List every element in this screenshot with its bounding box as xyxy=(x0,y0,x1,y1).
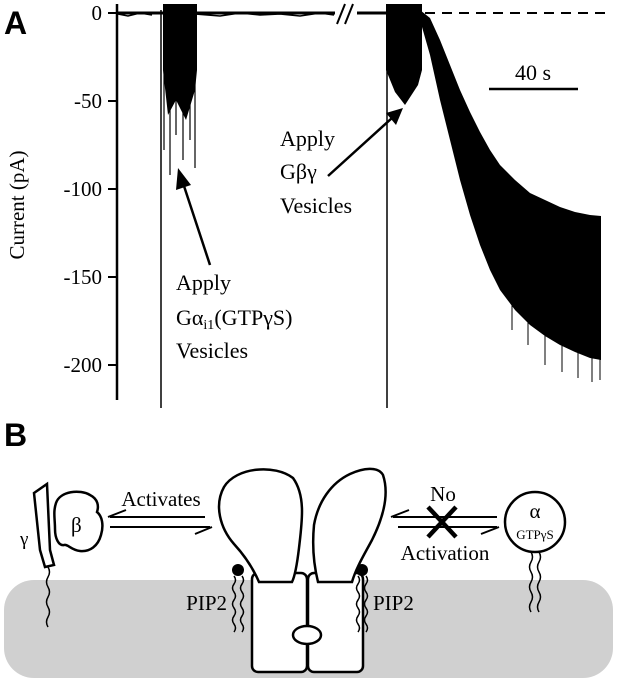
gamma-label: γ xyxy=(19,529,28,550)
current-decay-envelope xyxy=(420,10,601,360)
y-tick-label: 0 xyxy=(92,1,103,25)
y-tick-labels: 0 -50 -100 -150 -200 xyxy=(64,1,103,377)
gbg-annotation-line-2: Gβγ xyxy=(280,159,317,184)
pip2-lipid-right xyxy=(355,564,369,633)
g-alpha-gtpgs: α GTPγS xyxy=(503,490,567,613)
beta-label: β xyxy=(71,513,82,537)
alpha-lipid-tail-2 xyxy=(536,551,542,613)
alpha-lipid-tail-1 xyxy=(528,551,534,613)
pip2-label-right: PIP2 xyxy=(373,591,414,615)
gbg-application-burst xyxy=(386,4,422,70)
gbg-lipid-tail xyxy=(45,566,51,628)
alpha-gtpgs-label: GTPγS xyxy=(516,527,554,542)
gbg-arrow xyxy=(327,108,403,177)
pip2-label-left: PIP2 xyxy=(186,591,227,615)
galpha-annotation-line-3: Vesicles xyxy=(176,338,248,363)
gamma-subunit xyxy=(32,481,56,569)
y-tick-label: -200 xyxy=(64,353,103,377)
current-trace-segment-2 xyxy=(357,4,601,408)
no-label: No xyxy=(430,482,456,506)
gbg-annotation-line-3: Vesicles xyxy=(280,193,352,218)
y-tick-label: -100 xyxy=(64,177,103,201)
decay-spikes xyxy=(511,300,601,382)
channel-transmembrane-left xyxy=(250,571,309,674)
beta-subunit xyxy=(53,490,104,553)
panel-b-letter: B xyxy=(4,417,27,453)
galpha-application-burst xyxy=(163,4,197,70)
channel-cytoplasmic-domain-right xyxy=(311,467,387,584)
gbg-burst-tail xyxy=(386,70,422,105)
channel-cytoplasmic-domain-left xyxy=(217,468,304,584)
y-tick-label: -150 xyxy=(64,265,103,289)
channel-pore xyxy=(291,624,323,646)
y-ticks xyxy=(108,12,117,366)
alpha-subunit xyxy=(503,490,567,554)
y-tick-label: -50 xyxy=(74,89,102,113)
pip2-head-right xyxy=(356,564,368,576)
galpha-annotation-line-2: Gαi1(GTPγS) xyxy=(176,305,292,333)
no-activation-x-icon xyxy=(426,505,458,539)
galpha-annotation: Apply Gαi1(GTPγS) Vesicles xyxy=(176,270,292,363)
activation-label: Activation xyxy=(401,541,490,565)
alpha-label: α xyxy=(529,499,540,523)
pip2-lipid-left xyxy=(231,564,245,633)
panel-a-letter: A xyxy=(4,5,27,41)
baseline-noise xyxy=(117,12,335,17)
galpha-annotation-line-1: Apply xyxy=(176,270,231,295)
galpha-burst-tail xyxy=(163,70,197,120)
galpha-spikes xyxy=(163,70,196,175)
channel-transmembrane-right xyxy=(306,571,365,674)
activates-double-arrow xyxy=(107,509,213,535)
pip2-head-left xyxy=(232,564,244,576)
y-axis-label: Current (pA) xyxy=(5,150,29,259)
gbg-annotation-line-1: Apply xyxy=(280,126,335,151)
g-beta-gamma: γ β xyxy=(19,481,104,628)
current-trace-segment-1 xyxy=(117,4,335,408)
time-scale-label: 40 s xyxy=(515,60,551,85)
galpha-arrow xyxy=(176,168,212,266)
activates-label: Activates xyxy=(121,487,200,511)
axis-break-mark xyxy=(336,3,354,25)
gbg-annotation: Apply Gβγ Vesicles xyxy=(280,126,352,218)
